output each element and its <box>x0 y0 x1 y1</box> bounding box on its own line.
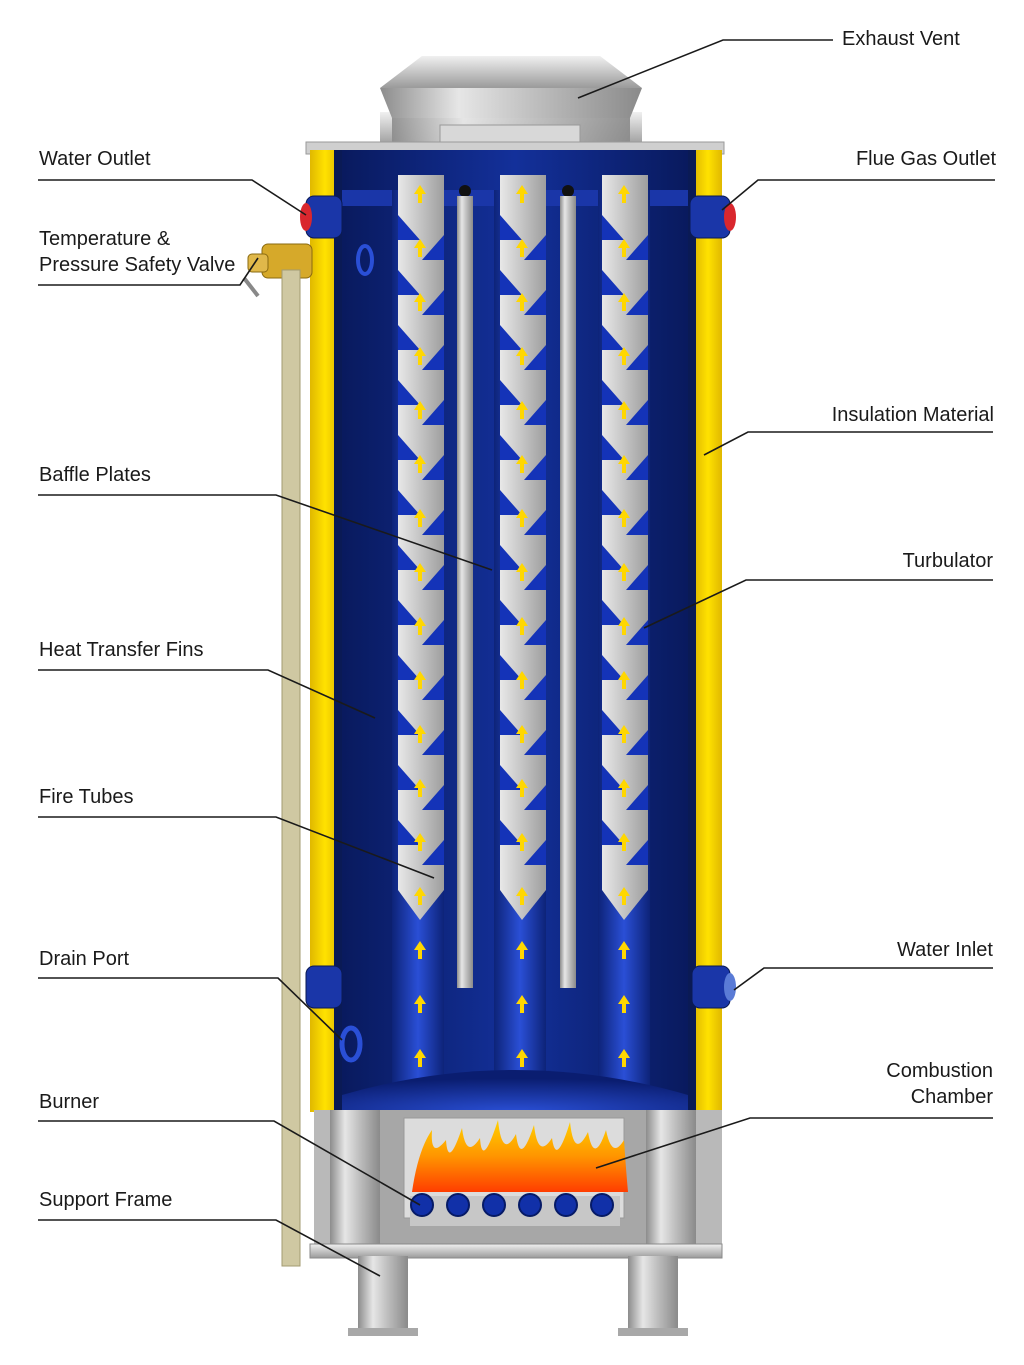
flow-arrow <box>516 1049 528 1067</box>
flow-arrow <box>414 617 426 635</box>
label-tp-valve-line2: Pressure Safety Valve <box>39 254 236 276</box>
label-burner: Burner <box>39 1091 100 1113</box>
flow-arrow <box>414 725 426 743</box>
label-tp-valve: Temperature & Pressure Safety Valve <box>39 226 235 278</box>
burner <box>410 1193 614 1217</box>
label-exhaust-vent: Exhaust Vent <box>842 28 960 50</box>
flow-arrow <box>414 941 426 959</box>
label-baffle-plates: Baffle Plates <box>39 464 151 486</box>
flow-arrow <box>618 833 630 851</box>
flow-arrow <box>414 671 426 689</box>
flow-arrow <box>516 995 528 1013</box>
flow-arrow <box>618 617 630 635</box>
water-outlet-fitting <box>300 195 343 239</box>
flow-arrow <box>414 293 426 311</box>
flow-arrow <box>516 239 528 257</box>
label-support-frame: Support Frame <box>39 1189 173 1211</box>
bottom-dome <box>342 1070 688 1112</box>
burner-flames <box>412 1120 628 1192</box>
flow-arrow <box>414 455 426 473</box>
flow-arrow <box>516 509 528 527</box>
flow-arrow <box>516 185 528 203</box>
flow-arrow <box>414 563 426 581</box>
flow-arrow <box>414 347 426 365</box>
flow-arrow <box>516 833 528 851</box>
label-combustion-line2: Chamber <box>910 1086 993 1108</box>
flow-arrow <box>618 725 630 743</box>
flow-arrow <box>618 509 630 527</box>
flow-arrows <box>414 185 630 1067</box>
flow-arrow <box>414 401 426 419</box>
water-inlet-fitting <box>691 965 736 1009</box>
flow-arrow <box>414 509 426 527</box>
flow-arrow <box>618 779 630 797</box>
flow-arrow <box>516 941 528 959</box>
drain-port-fitting <box>305 965 363 1063</box>
label-water-inlet: Water Inlet <box>897 939 993 961</box>
heat-transfer-rods <box>457 196 576 988</box>
flow-arrow <box>516 725 528 743</box>
label-drain-port: Drain Port <box>39 948 130 970</box>
flow-arrow <box>414 995 426 1013</box>
flow-arrow <box>516 887 528 905</box>
label-combustion-line1: Combustion <box>886 1060 993 1082</box>
flow-arrow <box>618 401 630 419</box>
insulation-shell <box>310 150 722 1112</box>
flow-arrow <box>516 563 528 581</box>
flow-arrow <box>516 671 528 689</box>
flow-arrow <box>414 779 426 797</box>
flow-arrow <box>414 1049 426 1067</box>
flow-arrow <box>618 239 630 257</box>
label-heat-transfer-fins: Heat Transfer Fins <box>39 639 204 661</box>
flow-arrow <box>618 293 630 311</box>
label-tp-valve-line1: Temperature & <box>39 228 171 250</box>
flow-arrow <box>516 401 528 419</box>
label-fire-tubes: Fire Tubes <box>39 786 134 808</box>
flow-arrow <box>618 185 630 203</box>
flow-arrow <box>516 347 528 365</box>
flow-arrow <box>414 887 426 905</box>
tp-safety-valve <box>242 243 313 1267</box>
flow-arrow <box>618 671 630 689</box>
flow-arrow <box>414 833 426 851</box>
flow-arrow <box>516 617 528 635</box>
flow-arrow <box>618 995 630 1013</box>
label-turbulator: Turbulator <box>902 550 993 572</box>
flow-arrow <box>516 779 528 797</box>
flow-arrow <box>414 185 426 203</box>
flow-arrow <box>516 455 528 473</box>
exhaust-vent <box>380 56 642 148</box>
flow-arrow <box>618 887 630 905</box>
flow-arrow <box>414 239 426 257</box>
flue-gas-outlet-fitting <box>689 195 736 239</box>
inspection-port <box>356 244 374 276</box>
label-combustion-chamber: Combustion Chamber <box>886 1058 993 1110</box>
flow-arrow <box>618 941 630 959</box>
label-flue-gas-outlet: Flue Gas Outlet <box>855 148 996 170</box>
turbulator <box>398 215 648 865</box>
support-frame <box>309 1243 723 1336</box>
flow-arrow <box>516 293 528 311</box>
flow-arrow <box>618 563 630 581</box>
flow-arrow <box>618 455 630 473</box>
flow-arrow <box>618 1049 630 1067</box>
leader-lines <box>38 39 995 1277</box>
label-insulation-material: Insulation Material <box>831 404 994 426</box>
label-water-outlet: Water Outlet <box>39 148 151 170</box>
flow-arrow <box>618 347 630 365</box>
